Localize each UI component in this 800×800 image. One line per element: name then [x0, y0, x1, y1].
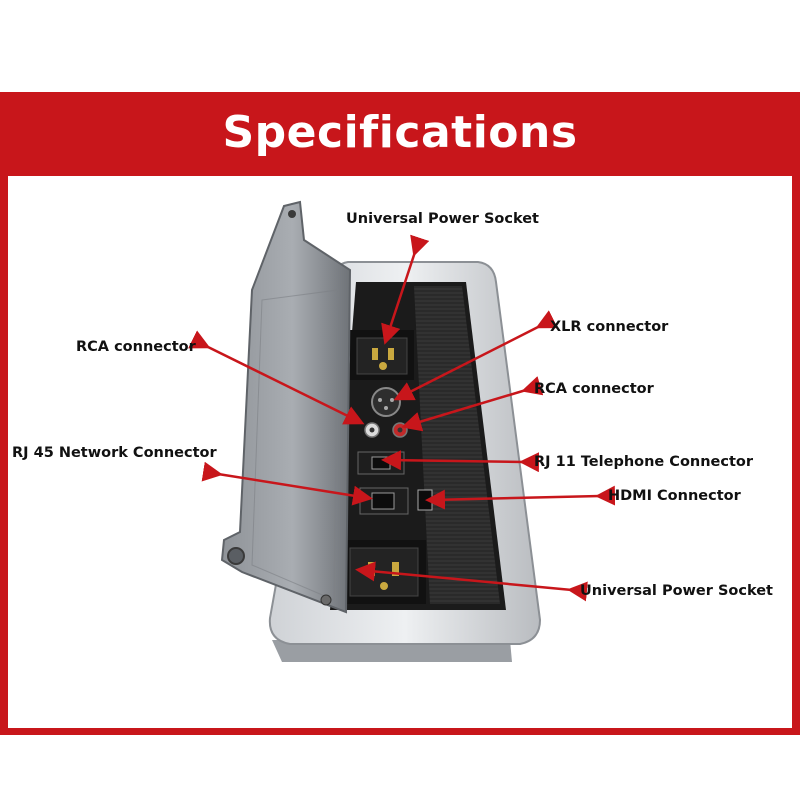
arrow-power-socket-bottom [355, 561, 588, 602]
arrow-rca-left [188, 330, 365, 425]
arrow-rj45 [201, 461, 373, 506]
label-rj11-telephone-connector: RJ 11 Telephone Connector [534, 454, 754, 470]
arrow-rca-right [401, 376, 544, 432]
arrow-hdmi [425, 485, 616, 510]
lid-hinge-top [288, 210, 296, 218]
box-base [272, 640, 512, 662]
lid-hinge-bottom [227, 547, 245, 565]
label-universal-power-socket-bottom: Universal Power Socket [580, 583, 773, 599]
label-xlr-connector: XLR connector [550, 319, 669, 335]
label-hdmi-connector: HDMI Connector [608, 488, 741, 504]
arrow-xlr [393, 310, 558, 401]
label-rj45-network-connector: RJ 45 Network Connector [12, 445, 217, 461]
arrow-power-socket-top [381, 234, 430, 345]
page-title: Specifications [222, 107, 578, 158]
label-rca-connector-left: RCA connector [76, 339, 196, 355]
xlr-jack [371, 387, 401, 417]
label-rca-connector-right: RCA connector [534, 381, 654, 397]
label-universal-power-socket-top: Universal Power Socket [346, 211, 539, 227]
arrow-rj11 [381, 450, 540, 473]
